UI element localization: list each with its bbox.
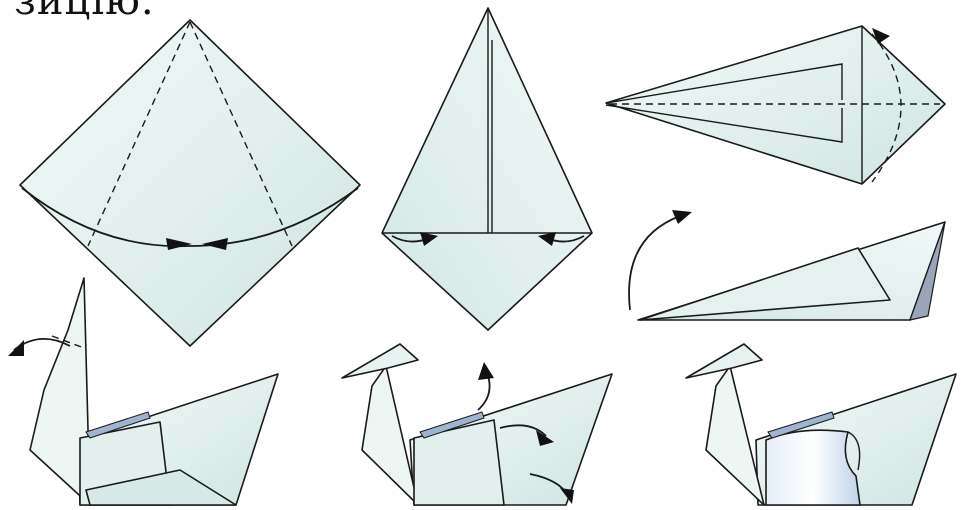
step5-arrowhead (8, 340, 24, 356)
step-2 (382, 8, 592, 330)
step4-arrowhead (672, 210, 692, 224)
step-3 (606, 26, 945, 184)
step-4 (629, 210, 945, 320)
step-6 (342, 344, 612, 505)
step4-lift-arrow (629, 216, 680, 310)
step6-head (342, 344, 418, 378)
step2-kite (382, 8, 592, 330)
step-5 (8, 278, 278, 505)
step1-diamond (20, 20, 360, 346)
step7-wing-curl (766, 430, 860, 505)
step6-neck (362, 366, 418, 505)
step6-arrowhead-up (478, 362, 494, 380)
step3-kite (606, 26, 945, 184)
step-7 (686, 344, 956, 505)
step7-neck (706, 366, 764, 505)
step7-head (686, 344, 762, 378)
step-1 (20, 20, 360, 346)
